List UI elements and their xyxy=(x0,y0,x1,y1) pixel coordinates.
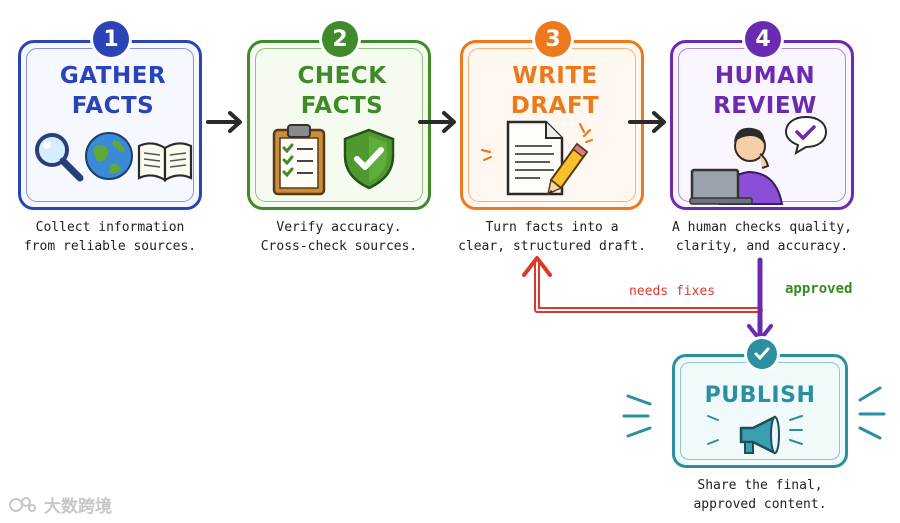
step-number-badge: 2 xyxy=(322,21,358,57)
publish-burst-lines xyxy=(622,386,886,445)
arrow-3-to-4 xyxy=(628,111,666,133)
watermark-logo-icon xyxy=(9,496,36,512)
approved-label: approved xyxy=(785,281,853,297)
checkmark-bubble-icon xyxy=(784,115,828,156)
step-title: CHECK FACTS xyxy=(297,63,387,119)
clipboard-icon xyxy=(272,124,326,196)
step-number-badge: 4 xyxy=(745,21,781,57)
approved-arrow xyxy=(747,257,773,342)
arrow-2-to-3 xyxy=(418,111,456,133)
step-number-badge: 3 xyxy=(535,21,571,57)
needs-fixes-arrow xyxy=(522,256,763,313)
step-title: HUMAN REVIEW xyxy=(713,63,817,119)
arrow-1-to-2 xyxy=(206,111,242,133)
step-card: 1 GATHER FACTS xyxy=(18,21,202,210)
publish-title: PUBLISH xyxy=(704,383,816,408)
step-description: Verify accuracy.Cross-check sources. xyxy=(260,220,418,254)
publish-check-badge xyxy=(747,339,777,369)
step-description: A human checks quality,clarity, and accu… xyxy=(671,220,852,254)
sparkle-marks-icon xyxy=(480,122,594,162)
step-title: GATHER FACTS xyxy=(59,63,167,119)
megaphone-icon xyxy=(739,415,780,455)
publish-description: Share the final,approved content. xyxy=(693,478,827,512)
magnifier-icon xyxy=(35,133,84,182)
needs-fixes-label: needs fixes xyxy=(629,284,716,299)
check-icon xyxy=(754,347,770,361)
step-number-badge: 1 xyxy=(93,21,129,57)
watermark: 大数跨境 xyxy=(8,492,112,517)
publish-card: PUBLISH xyxy=(672,339,848,468)
shield-check-icon xyxy=(343,128,395,190)
person-laptop-icon xyxy=(689,127,784,205)
step-title: WRITE DRAFT xyxy=(510,63,600,119)
book-icon xyxy=(137,142,193,182)
pencil-icon xyxy=(546,142,589,196)
globe-icon xyxy=(85,132,133,180)
